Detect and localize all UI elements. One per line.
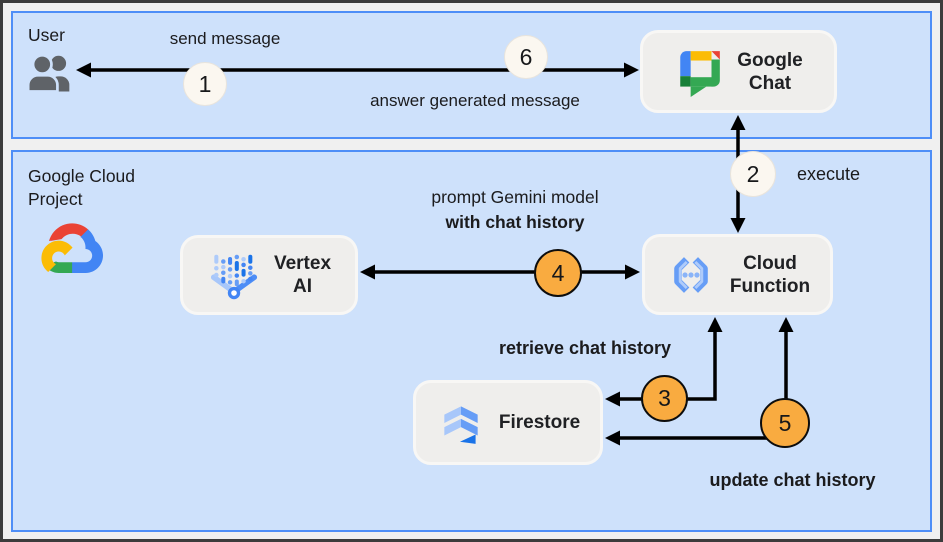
- google-cloud-logo-icon: [40, 220, 104, 277]
- node-google-chat-label-line1: Google: [737, 49, 803, 71]
- node-cloud-function-label-line2: Function: [729, 275, 811, 297]
- step-circle-5: 5: [760, 398, 810, 448]
- node-google-chat: Google Chat: [640, 30, 837, 113]
- users-group-icon: [26, 50, 78, 94]
- step-circle-6: 6: [504, 35, 548, 79]
- step-circle-2: 2: [730, 151, 776, 197]
- node-firestore: Firestore: [413, 380, 603, 465]
- label-retrieve-chat-history: retrieve chat history: [498, 338, 672, 358]
- gcp-zone-label: Google Cloud Project: [28, 165, 135, 211]
- label-prompt-gemini-model: prompt Gemini model: [431, 187, 599, 207]
- google-chat-logo-icon: [674, 47, 724, 97]
- label-update-chat-history: update chat history: [709, 470, 876, 490]
- vertex-ai-icon: [207, 248, 261, 302]
- node-firestore-label-line1: Firestore: [498, 412, 581, 433]
- step-number-3: 3: [658, 385, 671, 411]
- firestore-icon: [436, 398, 486, 448]
- step-number-6: 6: [519, 43, 533, 70]
- step-number-1: 1: [198, 70, 212, 97]
- node-vertex-ai-label: Vertex AI: [274, 252, 331, 298]
- step-number-4: 4: [551, 259, 565, 286]
- node-vertex-ai-label-line1: Vertex: [273, 253, 332, 274]
- node-google-chat-label: Google Chat: [737, 49, 802, 95]
- step-circle-3: 3: [641, 375, 688, 422]
- label-answer-generated-message: answer generated message: [370, 91, 580, 110]
- gcp-zone-label-line2: Project: [28, 189, 83, 209]
- node-firestore-label: Firestore: [499, 411, 580, 434]
- user-zone-label: User: [28, 25, 65, 45]
- cloud-functions-icon: [665, 249, 717, 301]
- label-with-chat-history: with chat history: [445, 212, 585, 232]
- step-circle-1: 1: [183, 62, 227, 106]
- google-cloud-project-zone: [11, 150, 932, 532]
- step-circle-4: 4: [534, 249, 582, 297]
- label-send-message: send message: [169, 29, 281, 48]
- node-google-chat-label-line2: Chat: [748, 72, 792, 94]
- node-cloud-function: Cloud Function: [642, 234, 833, 315]
- node-vertex-ai-label-line2: AI: [292, 276, 312, 297]
- arrow-user-chat: [76, 62, 639, 78]
- step-number-2: 2: [746, 160, 760, 187]
- node-cloud-function-label: Cloud Function: [730, 252, 810, 298]
- gcp-zone-label-line1: Google Cloud: [28, 166, 136, 186]
- step-number-5: 5: [778, 409, 792, 436]
- arrow-vertex-function: [360, 264, 640, 280]
- node-vertex-ai: Vertex AI: [180, 235, 358, 315]
- label-execute: execute: [797, 164, 861, 184]
- node-cloud-function-label-line1: Cloud: [743, 252, 797, 274]
